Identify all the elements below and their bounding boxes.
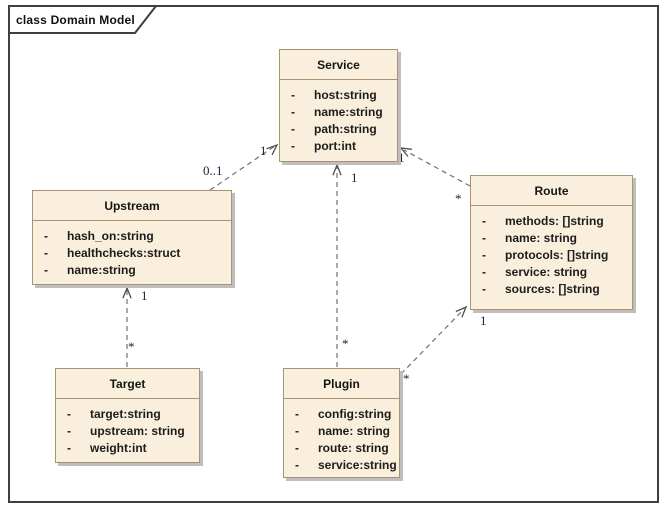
class-upstream[interactable]: Upstream - hash_on:string - healthchecks:s…: [32, 190, 232, 285]
attribute-row: - name:string: [33, 262, 231, 279]
visibility-marker: -: [67, 407, 71, 421]
visibility-marker: -: [295, 441, 299, 455]
frame-tab: [8, 5, 159, 34]
open-arrowhead-plugin-route: [455, 305, 468, 318]
visibility-marker: -: [482, 214, 486, 228]
visibility-marker: -: [295, 424, 299, 438]
open-arrowhead-plugin-service: [332, 163, 342, 176]
attribute-row: - name:string: [280, 104, 397, 121]
open-arrowhead-route-service: [399, 147, 412, 157]
connector-upstream-service[interactable]: [209, 145, 276, 191]
visibility-marker: -: [291, 88, 295, 102]
multiplicity-service-end-from-route: 1: [398, 150, 405, 165]
attribute-text: weight:int: [90, 441, 147, 455]
attribute-text: config:string: [318, 407, 392, 421]
attribute-row: - protocols: []string: [471, 247, 632, 264]
attribute-row: - healthchecks:struct: [33, 245, 231, 262]
visibility-marker: -: [295, 458, 299, 472]
attribute-row: - sources: []string: [471, 281, 632, 298]
visibility-marker: -: [44, 263, 48, 277]
attribute-row: - name: string: [471, 230, 632, 247]
visibility-marker: -: [482, 265, 486, 279]
multiplicity-route-end-from-plugin: 1: [480, 313, 487, 328]
multiplicity-plugin-end-to-route: *: [403, 371, 410, 386]
attribute-text: name: string: [505, 231, 578, 245]
visibility-marker: -: [291, 105, 295, 119]
attribute-text: service: string: [505, 265, 588, 279]
multiplicity-plugin-end-to-service: *: [342, 336, 349, 351]
class-upstream-title: Upstream: [33, 191, 231, 221]
attribute-text: host:string: [314, 88, 377, 102]
visibility-marker: -: [291, 122, 295, 136]
attribute-text: service:string: [318, 458, 397, 472]
visibility-marker: -: [67, 424, 71, 438]
attribute-text: path:string: [314, 122, 377, 136]
class-route-title: Route: [471, 176, 632, 206]
attribute-text: name:string: [67, 263, 136, 277]
attribute-row: - host:string: [280, 87, 397, 104]
attribute-row: - service:string: [284, 457, 399, 474]
attribute-row: - hash_on:string: [33, 228, 231, 245]
class-route-attributes: - methods: []string - name: string - protoc…: [471, 206, 632, 298]
attribute-text: sources: []string: [505, 282, 600, 296]
class-plugin-attributes: - config:string - name: string - route: str…: [284, 399, 399, 474]
multiplicity-service-end-from-upstream: 1: [260, 143, 267, 158]
attribute-text: target:string: [90, 407, 161, 421]
class-service-title: Service: [280, 50, 397, 80]
visibility-marker: -: [482, 282, 486, 296]
open-arrowhead-upstream-service: [266, 143, 279, 156]
attribute-text: name:string: [314, 105, 383, 119]
attribute-row: - name: string: [284, 423, 399, 440]
connector-route-service[interactable]: [403, 149, 471, 187]
visibility-marker: -: [295, 407, 299, 421]
multiplicity-upstream-end: 0..1: [203, 163, 223, 178]
attribute-text: name: string: [318, 424, 391, 438]
class-upstream-attributes: - hash_on:string - healthchecks:struct - na…: [33, 221, 231, 279]
attribute-row: - config:string: [284, 406, 399, 423]
visibility-marker: -: [44, 246, 48, 260]
multiplicity-target-end: *: [128, 339, 135, 354]
attribute-row: - target:string: [56, 406, 199, 423]
class-service-attributes: - host:string - name:string - path:string -…: [280, 80, 397, 155]
attribute-row: - service: string: [471, 264, 632, 281]
attribute-row: - methods: []string: [471, 213, 632, 230]
frame-tab-shape: [8, 5, 159, 34]
attribute-text: upstream: string: [90, 424, 185, 438]
multiplicity-upstream-end-from-target: 1: [141, 288, 148, 303]
attribute-text: hash_on:string: [67, 229, 154, 243]
attribute-row: - path:string: [280, 121, 397, 138]
visibility-marker: -: [291, 139, 295, 153]
open-arrowhead-target-upstream: [122, 286, 132, 299]
connector-plugin-route[interactable]: [400, 308, 465, 375]
multiplicity-service-end-from-plugin: 1: [351, 170, 358, 185]
attribute-row: - upstream: string: [56, 423, 199, 440]
attribute-row: - weight:int: [56, 440, 199, 457]
class-plugin-title: Plugin: [284, 369, 399, 399]
attribute-text: healthchecks:struct: [67, 246, 181, 260]
attribute-row: - port:int: [280, 138, 397, 155]
attribute-row: - route: string: [284, 440, 399, 457]
visibility-marker: -: [67, 441, 71, 455]
visibility-marker: -: [482, 248, 486, 262]
attribute-text: methods: []string: [505, 214, 604, 228]
class-target-title: Target: [56, 369, 199, 399]
multiplicity-route-end-to-service: *: [455, 191, 462, 206]
class-target[interactable]: Target - target:string - upstream: string …: [55, 368, 200, 463]
class-service[interactable]: Service - host:string - name:string - path:…: [279, 49, 398, 162]
visibility-marker: -: [482, 231, 486, 245]
attribute-text: protocols: []string: [505, 248, 609, 262]
frame-title: class Domain Model: [16, 12, 135, 27]
visibility-marker: -: [44, 229, 48, 243]
attribute-text: port:int: [314, 139, 356, 153]
class-target-attributes: - target:string - upstream: string - weight…: [56, 399, 199, 457]
class-plugin[interactable]: Plugin - config:string - name: string - rou…: [283, 368, 400, 478]
class-route[interactable]: Route - methods: []string - name: string -…: [470, 175, 633, 310]
attribute-text: route: string: [318, 441, 389, 455]
